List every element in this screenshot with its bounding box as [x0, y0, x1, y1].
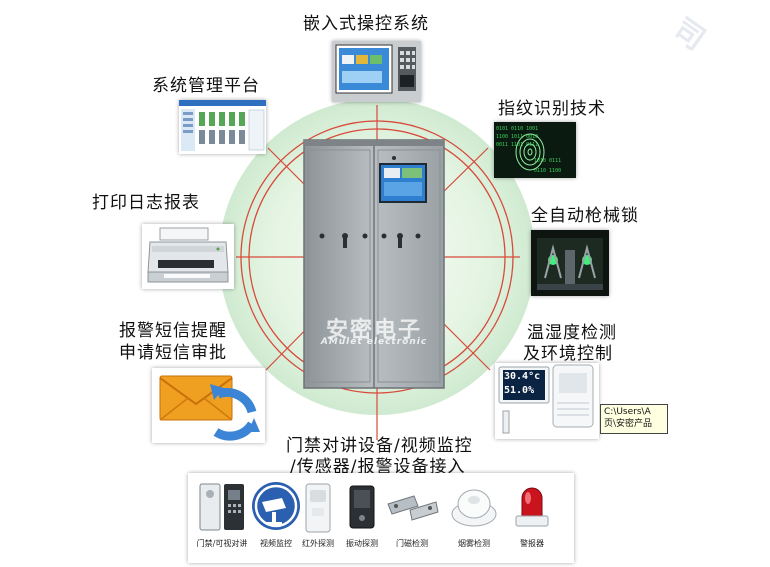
- device-smoke: 烟雾检测: [438, 478, 510, 560]
- label-print-logs: 打印日志报表: [92, 193, 200, 213]
- tooltip-line-2: 页\安密产品: [604, 419, 653, 429]
- label-embedded-control: 嵌入式操控系统: [303, 14, 429, 34]
- device-camera: 视频监控: [240, 478, 312, 560]
- svg-text:1010 0111: 1010 0111: [534, 158, 561, 164]
- device-door-magnet: 门磁检测: [376, 478, 448, 560]
- svg-text:1100 1011 0010: 1100 1011 0010: [496, 134, 538, 140]
- device-caption: 门禁/可视对讲: [196, 539, 248, 548]
- device-caption: 振动探测: [346, 539, 378, 548]
- label-sms-alarm: 报警短信提醒: [119, 321, 227, 341]
- device-caption: 门磁检测: [396, 539, 428, 548]
- label-management-platform: 系统管理平台: [152, 76, 260, 96]
- control-panel-image: [332, 41, 421, 102]
- label-env-detect: 温湿度检测: [527, 323, 617, 343]
- brand-cn: 安密电子: [325, 318, 422, 343]
- management-software-image: [179, 100, 266, 154]
- gun-lock-image: [531, 230, 609, 296]
- env-monitor-image: 30.4°c 51.0%: [495, 363, 599, 439]
- temperature-readout: 30.4°c: [504, 371, 541, 382]
- brand-en: AMulet electronic: [320, 337, 428, 347]
- fingerprint-image: 0101 0110 1001 1100 1011 0010 0011 1101 …: [494, 122, 576, 178]
- label-env-control: 及环境控制: [523, 344, 613, 364]
- vibration-sensor-icon: [349, 485, 375, 529]
- device-caption: 警报器: [520, 539, 544, 548]
- svg-text:0101 0110 1001: 0101 0110 1001: [496, 126, 538, 132]
- alarm-light-icon: [515, 487, 549, 527]
- svg-text:0110 1100: 0110 1100: [534, 168, 561, 174]
- label-access-devices: 门禁对讲设备/视频监控: [286, 436, 473, 456]
- device-caption: 视频监控: [260, 539, 292, 548]
- label-fingerprint: 指纹识别技术: [498, 99, 606, 119]
- printer-image: [142, 224, 234, 289]
- camera-icon: [252, 482, 300, 530]
- door-magnet-icon: [387, 495, 439, 521]
- device-infrared: 红外探测: [282, 478, 354, 560]
- sms-envelope-image: [152, 368, 265, 443]
- label-auto-lock: 全自动枪械锁: [531, 206, 639, 226]
- intercom-icon: [199, 483, 244, 531]
- device-intercom: 门禁/可视对讲: [186, 478, 258, 560]
- humidity-readout: 51.0%: [504, 385, 535, 396]
- device-caption: 红外探测: [302, 539, 334, 548]
- device-vibration: 振动探测: [326, 478, 398, 560]
- gun-cabinet: [303, 139, 445, 389]
- device-caption: 烟雾检测: [458, 539, 490, 548]
- file-path-tooltip: C:\Users\A 页\安密产品: [600, 404, 668, 434]
- device-alarm: 警报器: [496, 478, 568, 560]
- label-sensors: /传感器/报警设备接入: [290, 457, 466, 477]
- label-sms-approval: 申请短信审批: [119, 343, 227, 363]
- tooltip-line-1: C:\Users\A: [604, 407, 651, 417]
- device-strip: [188, 473, 574, 563]
- smoke-detector-icon: [451, 489, 497, 527]
- infrared-sensor-icon: [305, 483, 331, 533]
